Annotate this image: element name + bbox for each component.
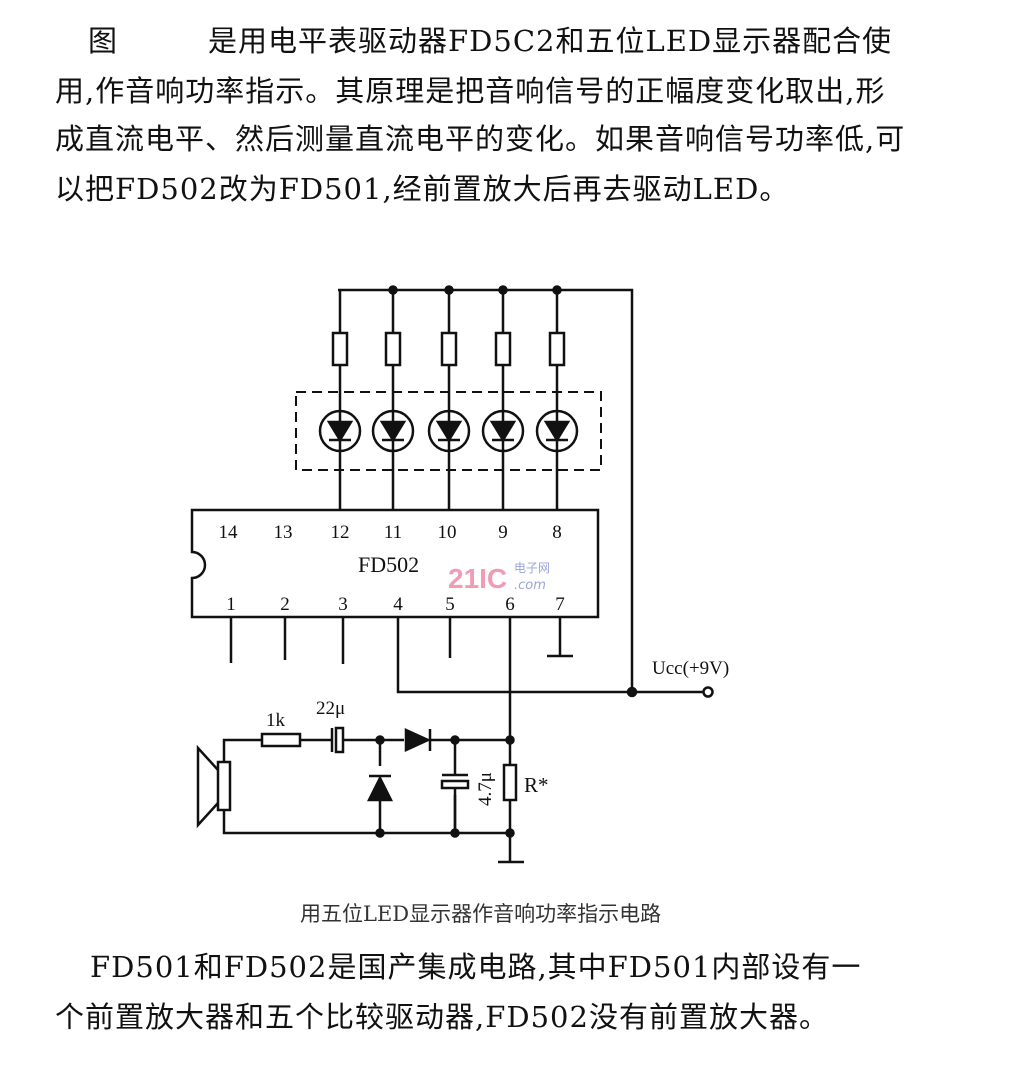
figure-caption: 用五位LED显示器作音响功率指示电路 <box>300 902 662 926</box>
led-icon <box>427 409 471 453</box>
speaker-icon <box>196 744 232 829</box>
paragraph-line: 成直流电平、然后测量直流电平的变化。如果音响信号功率低,可 <box>55 122 906 156</box>
pin-label: 6 <box>505 594 515 615</box>
ic-body <box>190 508 600 619</box>
paragraph-line: 以把FD502改为FD501,经前置放大后再去驱动LED。 <box>55 172 790 206</box>
pin-label: 10 <box>438 522 457 543</box>
junction-dot <box>552 285 562 295</box>
led-diode-symbol <box>489 412 517 450</box>
resistor-r <box>502 763 518 802</box>
led-icon <box>481 409 525 453</box>
supply-label: Ucc(+9V) <box>652 658 729 679</box>
svg-text:电子网: 电子网 <box>514 561 550 575</box>
led-branch <box>427 285 471 510</box>
paragraph-line: 个前置放大器和五个比较驱动器,FD502没有前置放大器。 <box>55 1000 829 1034</box>
pin-label: 2 <box>280 594 290 615</box>
led-branch <box>535 285 579 510</box>
junction-dot <box>505 735 515 745</box>
junction-dot <box>375 735 385 745</box>
ic-label: FD502 <box>358 552 419 577</box>
led-diode-symbol <box>326 412 354 450</box>
paragraph-line: 用,作音响功率指示。其原理是把音响信号的正幅度变化取出,形 <box>55 74 886 108</box>
watermark-logo: 21IC 电子网 .com <box>448 561 550 594</box>
diode-shunt <box>366 774 394 802</box>
pin-label: 7 <box>555 594 565 615</box>
pin-label: 8 <box>552 522 562 543</box>
junction-dot <box>388 285 398 295</box>
led-diode-symbol <box>543 412 571 450</box>
led-resistor <box>384 331 402 367</box>
led-resistor <box>440 331 458 367</box>
capacitor-22u-plate <box>334 726 345 754</box>
junction-dot <box>444 285 454 295</box>
junction-dot <box>498 285 508 295</box>
junction-dot <box>375 828 385 838</box>
resistor-1k <box>260 732 302 748</box>
led-branches <box>318 285 579 510</box>
led-branch <box>371 285 415 510</box>
pin-label: 5 <box>445 594 455 615</box>
led-diode-symbol <box>379 412 407 450</box>
paragraph-line: FD501和FD502是国产集成电路,其中FD501内部设有一 <box>90 950 862 984</box>
capacitor-4-7u-label: 4.7μ <box>475 772 496 806</box>
junction-dot <box>450 828 460 838</box>
led-icon <box>318 409 362 453</box>
supply-terminal <box>702 686 714 698</box>
resistor-r-label: R* <box>524 773 549 797</box>
capacitor-22u-label: 22μ <box>316 698 345 719</box>
capacitor-4-7u-plate <box>440 779 470 790</box>
pin-label: 14 <box>219 522 239 543</box>
junction-dot <box>450 735 460 745</box>
led-resistor <box>494 331 512 367</box>
paragraph-line: 图 是用电平表驱动器FD5C2和五位LED显示器配合使 <box>88 24 893 58</box>
pin-label: 11 <box>384 522 402 543</box>
pin-label: 12 <box>331 522 350 543</box>
supply-rail <box>338 288 706 694</box>
junction-dot <box>626 686 638 698</box>
pin-label: 4 <box>393 594 403 615</box>
svg-text:.com: .com <box>514 578 546 593</box>
led-branch <box>481 285 525 510</box>
led-icon <box>535 409 579 453</box>
diode-series <box>404 728 432 752</box>
junction-dot <box>505 828 515 838</box>
pin-label: 1 <box>226 594 236 615</box>
pin-label: 3 <box>338 594 348 615</box>
led-display-box <box>295 391 602 471</box>
svg-text:21IC: 21IC <box>448 563 507 594</box>
ground-icon <box>547 617 573 658</box>
led-diode-symbol <box>435 412 463 450</box>
pin-label: 13 <box>274 522 293 543</box>
led-resistor <box>331 331 349 367</box>
led-resistor <box>548 331 566 367</box>
led-icon <box>371 409 415 453</box>
resistor-1k-label: 1k <box>266 710 286 731</box>
led-branch <box>318 290 362 510</box>
pin-label: 9 <box>498 522 508 543</box>
